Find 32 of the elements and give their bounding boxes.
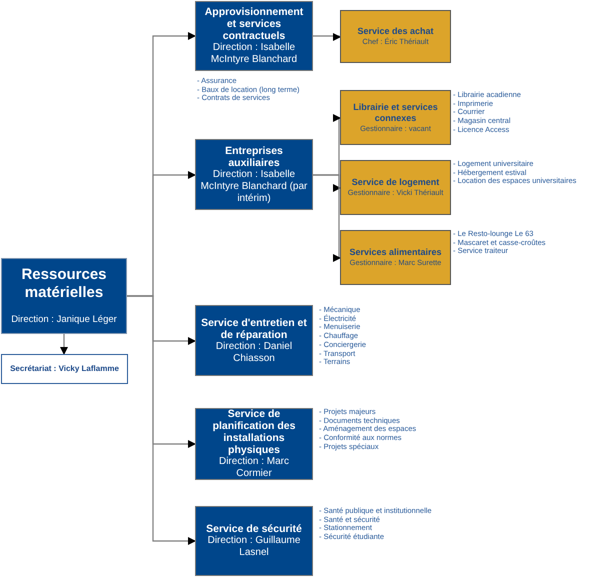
box-title: Services alimentaires [349, 247, 442, 258]
box-title: Service de planification des installations physiques [212, 408, 296, 456]
box-title: Ressources matérielles [20, 266, 108, 302]
department-box [195, 139, 313, 210]
box-title: Entreprises auxiliaires [224, 144, 284, 168]
service-box [340, 10, 451, 63]
service-box [340, 230, 451, 285]
connector-arrow [313, 174, 341, 262]
box-subtitle: Direction : Marc Cormier [218, 456, 290, 480]
department-box [195, 408, 313, 480]
box-title: Approvisionnement et services contractuels [204, 6, 304, 42]
box-subtitle: Direction : Daniel Chiasson [214, 340, 294, 364]
box-title: Service de logement [352, 177, 440, 188]
org-box [1, 354, 128, 384]
service-box [340, 90, 451, 145]
department-box [195, 305, 313, 376]
connector-arrow [313, 33, 341, 41]
box-subtitle: Direction : Janique Léger [11, 314, 117, 326]
service-box [340, 160, 451, 215]
box-subtitle: Direction : Isabelle McIntyre Blanchard [210, 42, 298, 66]
department-box [195, 506, 313, 576]
org-box [1, 258, 127, 334]
box-subtitle: Direction : Guillaume Lasnel [206, 535, 302, 559]
box-title: Service d'entretien et de réparation [200, 316, 308, 340]
department-box [195, 1, 313, 71]
box-title: Service de sécurité [206, 523, 302, 535]
box-title: Service des achat [357, 26, 434, 37]
box-subtitle: Direction : Isabelle McIntyre Blanchard (par intérim) [200, 168, 308, 204]
connector-arrow [60, 334, 68, 355]
box-title: Secrétariat : Vicky Laflamme [10, 363, 119, 375]
connector-arrow [127, 295, 196, 545]
box-title: Librairie et services connexes [352, 102, 439, 124]
